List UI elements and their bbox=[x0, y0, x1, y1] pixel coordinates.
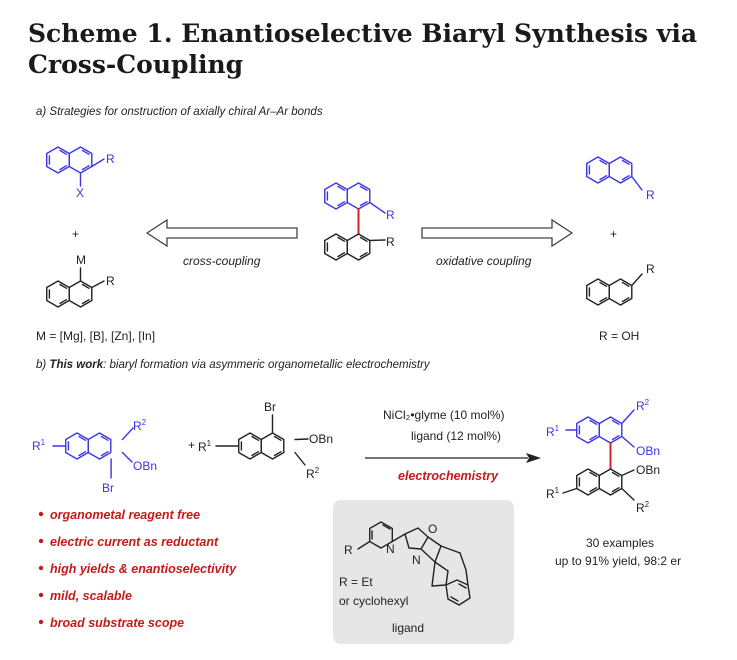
part-b-heading: b) This work: biaryl formation via asymm… bbox=[36, 359, 430, 371]
bullet-item: mild, scalable bbox=[50, 589, 132, 603]
atom-r: R bbox=[646, 262, 655, 276]
atom-r2: R2 bbox=[306, 466, 320, 481]
atom-r: R bbox=[106, 274, 115, 288]
oxidative-coupling-arrow bbox=[421, 218, 574, 248]
feature-bullet-list: organometal reagent free electric curren… bbox=[38, 508, 237, 630]
atom-r1: R1 bbox=[198, 439, 212, 454]
cross-coupling-arrow bbox=[145, 218, 298, 248]
biaryl-product-b-molecule: R1 R2 OBn OBn R1 R2 bbox=[546, 398, 660, 515]
condition-electrochemistry: electrochemistry bbox=[398, 469, 499, 483]
part-b-this-work: This work bbox=[49, 359, 104, 371]
plus-sign-left: + bbox=[72, 227, 79, 241]
substrate-2-molecule: R1 Br OBn R2 bbox=[198, 400, 333, 481]
ligand-atom-o: O bbox=[428, 522, 437, 536]
atom-r2: R2 bbox=[636, 398, 650, 413]
atom-x: X bbox=[76, 186, 84, 200]
atom-obn: OBn bbox=[309, 432, 333, 446]
ligand-r-definition-alt: or cyclohexyl bbox=[339, 594, 408, 608]
ligand-label: ligand bbox=[392, 621, 424, 635]
atom-m: M bbox=[76, 253, 86, 267]
atom-obn: OBn bbox=[636, 444, 660, 458]
bullet-dot bbox=[38, 619, 44, 625]
organometal-caption: M = [Mg], [B], [Zn], [In] bbox=[36, 329, 155, 343]
bullet-dot bbox=[38, 538, 44, 544]
naphthol-caption: R = OH bbox=[599, 329, 639, 343]
aryl-halide-molecule: X R bbox=[46, 146, 115, 200]
bullet-item: high yields & enantioselectivity bbox=[50, 562, 237, 576]
ligand-atom-r: R bbox=[344, 543, 353, 557]
part-b-prefix: b) bbox=[36, 359, 50, 371]
ligand-atom-n: N bbox=[412, 553, 421, 567]
naphthalene-blue-molecule: R bbox=[586, 156, 655, 202]
bullet-dot bbox=[38, 592, 44, 598]
atom-obn: OBn bbox=[636, 463, 660, 477]
cross-coupling-label: cross-coupling bbox=[183, 254, 261, 268]
ligand-r-definition: R = Et bbox=[339, 575, 373, 589]
bullet-dot bbox=[38, 565, 44, 571]
naphthol-molecule: R bbox=[586, 262, 655, 306]
result-examples: 30 examples bbox=[586, 536, 654, 550]
condition-ligand: ligand (12 mol%) bbox=[411, 429, 501, 443]
ligand-box: R N O N R = Et or cyclohexyl ligand bbox=[333, 500, 514, 644]
reaction-arrow bbox=[365, 453, 541, 463]
biaryl-product-molecule: R R bbox=[324, 182, 395, 261]
part-a-heading: a) Strategies for onstruction of axially… bbox=[36, 106, 323, 118]
substrate-1-molecule: R1 R2 OBn Br bbox=[32, 418, 157, 495]
bullet-item: organometal reagent free bbox=[50, 508, 200, 522]
atom-r1: R1 bbox=[546, 486, 560, 501]
ligand-atom-n: N bbox=[386, 542, 395, 556]
bullet-item: broad substrate scope bbox=[50, 616, 184, 630]
atom-r1: R1 bbox=[32, 438, 46, 453]
result-yield: up to 91% yield, 98:2 er bbox=[555, 554, 681, 568]
atom-r2: R2 bbox=[636, 500, 650, 515]
atom-br: Br bbox=[102, 481, 114, 495]
organometal-molecule: M R bbox=[46, 253, 115, 308]
atom-r2: R2 bbox=[133, 418, 147, 433]
atom-br: Br bbox=[264, 400, 276, 414]
bullet-item: electric current as reductant bbox=[50, 535, 219, 549]
atom-r: R bbox=[646, 188, 655, 202]
condition-catalyst: NiCl₂•glyme (10 mol%) bbox=[383, 408, 505, 422]
atom-obn: OBn bbox=[133, 459, 157, 473]
part-b-heading-rest: : biaryl formation via asymmeric organom… bbox=[103, 359, 430, 371]
bullet-dot bbox=[38, 511, 44, 517]
atom-r: R bbox=[106, 152, 115, 166]
atom-r: R bbox=[386, 208, 395, 222]
plus-sign-b: + bbox=[188, 438, 195, 452]
scheme-title: Scheme 1. Enantioselective Biaryl Synthe… bbox=[28, 19, 698, 79]
atom-r1: R1 bbox=[546, 424, 560, 439]
plus-sign-right: + bbox=[610, 227, 617, 241]
oxidative-coupling-label: oxidative coupling bbox=[436, 254, 532, 268]
atom-r: R bbox=[386, 235, 395, 249]
